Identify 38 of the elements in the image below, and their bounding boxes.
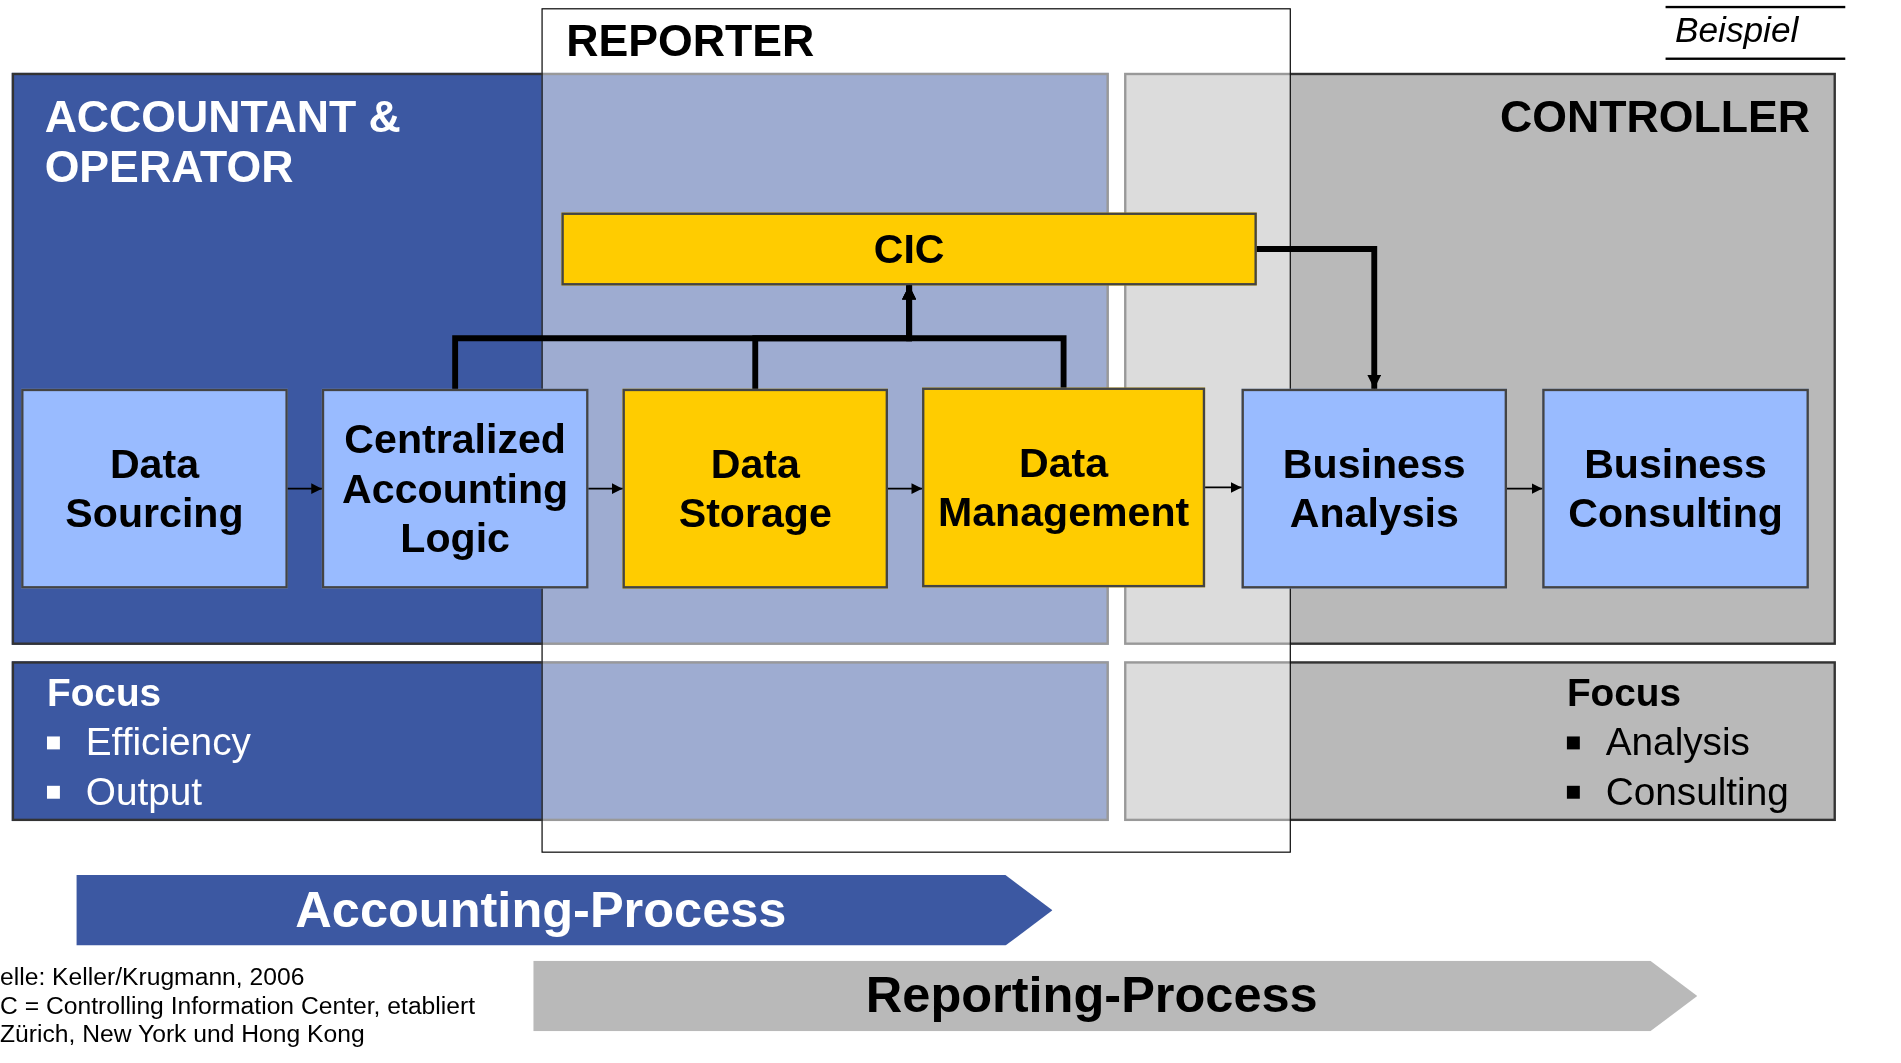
focus-heading: Focus [47, 669, 163, 717]
bullet-item: Output [85, 768, 203, 815]
box-label: Business Consulting [1567, 439, 1784, 538]
focus-heading: Focus [1566, 669, 1683, 717]
process-band [533, 960, 1698, 1032]
process-box [1542, 388, 1809, 589]
frame-title: REPORTER [566, 16, 815, 67]
focus-panel [11, 661, 1109, 822]
band-label: Accounting-Process [294, 880, 788, 938]
source-note: Zürich, New York und Hong Kong [0, 1019, 365, 1048]
box-label: Data Sourcing [64, 439, 245, 538]
bullet-item: Efficiency [85, 719, 251, 766]
bullet-item: Analysis [1605, 719, 1750, 766]
source-note: elle: Keller/Krugmann, 2006 [0, 963, 305, 992]
arrow [286, 483, 323, 494]
focus-panel [1124, 661, 1836, 822]
box-label: Data Storage [677, 439, 833, 538]
box-label: Business Analysis [1281, 439, 1467, 538]
arrow [1204, 482, 1243, 493]
box-label: CIC [872, 224, 946, 274]
arrow [587, 483, 624, 494]
arrow [1256, 246, 1382, 389]
bullet-item: Consulting [1605, 768, 1789, 815]
arrow [902, 285, 1067, 388]
top-note: Beispiel [1665, 5, 1846, 60]
panel-title: CONTROLLER [1500, 91, 1811, 142]
box-label: Data Management [936, 438, 1191, 537]
process-box [622, 388, 888, 589]
box-label: Centralized Accounting Logic [341, 414, 570, 563]
band-label: Reporting-Process [864, 966, 1319, 1024]
source-note: C = Controlling Information Center, etabliert [0, 991, 476, 1020]
process-box [922, 387, 1206, 588]
arrow [1506, 483, 1544, 494]
panel-title: ACCOUNTANT & OPERATOR [44, 91, 402, 192]
arrow [887, 483, 923, 494]
process-band [76, 875, 1053, 946]
process-box [21, 388, 288, 589]
process-box [561, 212, 1257, 286]
